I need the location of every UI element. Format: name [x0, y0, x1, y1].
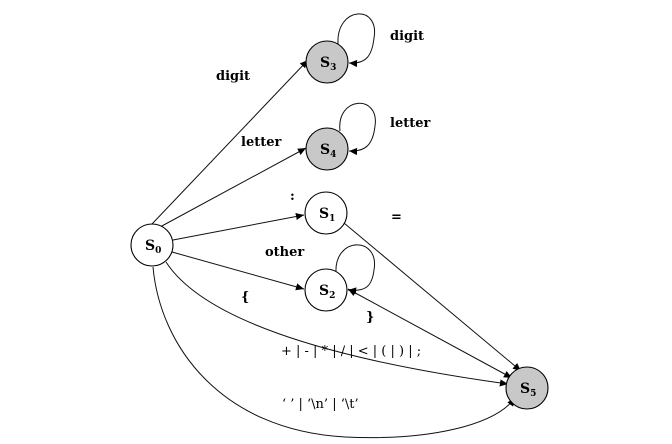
label-s2-s2: other — [265, 245, 304, 260]
label-s3-s3: digit — [390, 29, 424, 44]
state-s1-label: S1 — [319, 206, 335, 224]
state-s4-label: S4 — [320, 142, 336, 160]
transitions-layer — [151, 13, 522, 439]
edge-s2-s2-loop — [335, 244, 375, 295]
label-s0-s2: { — [241, 290, 249, 305]
transition-labels: digit digit letter letter : = { other } … — [216, 29, 430, 412]
state-s4: S4 — [305, 127, 349, 171]
label-s0-s1: : — [290, 189, 295, 204]
label-s0-s3: digit — [216, 69, 250, 84]
edge-s0-s4 — [159, 147, 307, 228]
label-s0-s5-ws: ‘ ’ | ‘\n’ | ‘\t’ — [282, 397, 359, 412]
edge-s4-s4-loop — [339, 102, 376, 156]
state-s5-circle — [505, 366, 549, 410]
edge-s2-s5 — [347, 288, 513, 379]
edge-s3-s3-loop — [337, 13, 375, 68]
state-s2-label: S2 — [319, 283, 335, 301]
state-s0: S0 — [130, 223, 174, 267]
label-s4-s4: letter — [390, 116, 430, 131]
edge-s0-s5-ops — [165, 261, 509, 387]
label-s0-s4: letter — [241, 135, 281, 150]
edge-s0-s5-ws — [152, 266, 516, 439]
state-s0-label: S0 — [145, 238, 161, 256]
state-s5-label: S5 — [520, 381, 536, 399]
state-s1: S1 — [304, 191, 348, 235]
state-s3-label: S3 — [320, 55, 336, 73]
edge-s0-s3 — [151, 59, 309, 225]
label-s1-s5: = — [391, 210, 402, 225]
state-s4-circle — [305, 127, 349, 171]
edge-s0-s2 — [171, 251, 305, 291]
state-s3: S3 — [305, 40, 349, 84]
state-s1-circle — [304, 191, 348, 235]
label-s0-s5-ops: + | - | * | / | < | ( | ) | ; — [281, 344, 421, 359]
state-s5: S5 — [505, 366, 549, 410]
state-s0-circle — [130, 223, 174, 267]
states-layer: S0 S3 S4 S1 S2 S5 — [130, 40, 549, 410]
state-s3-circle — [305, 40, 349, 84]
state-s2-circle — [304, 268, 348, 312]
edge-s0-s1 — [172, 212, 305, 241]
state-s2: S2 — [304, 268, 348, 312]
label-s2-s5: } — [366, 310, 374, 325]
